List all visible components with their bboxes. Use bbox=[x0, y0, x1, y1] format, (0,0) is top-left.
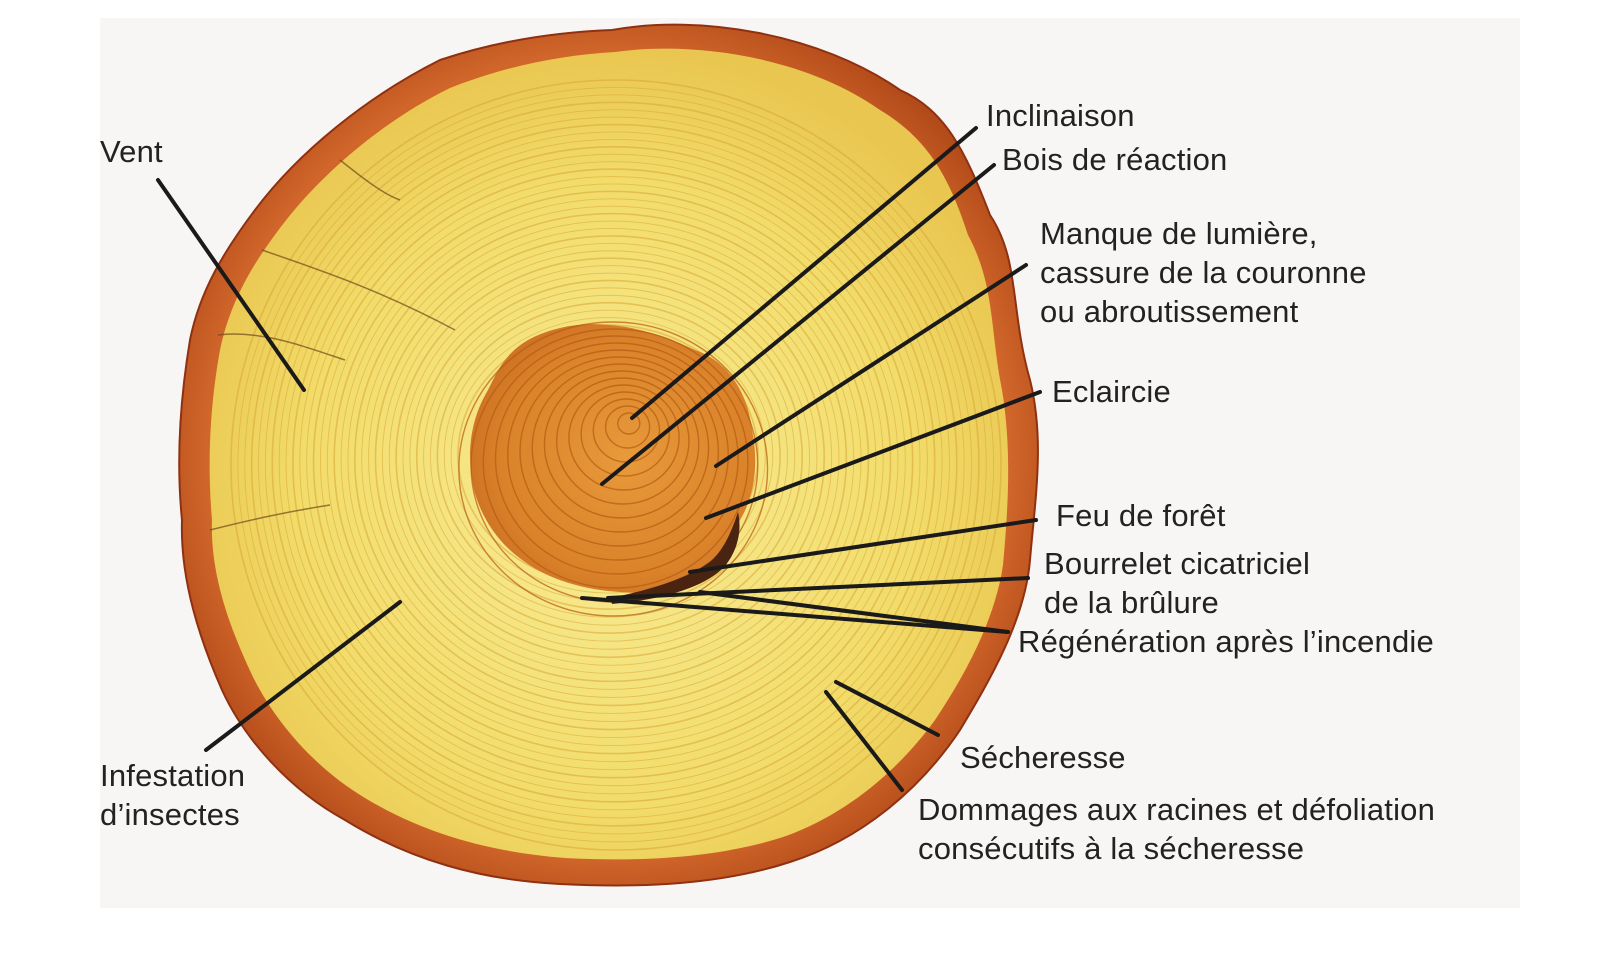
label-regeneration: Régénération après l’incendie bbox=[1018, 624, 1434, 659]
label-infestation: Infestation d’insectes bbox=[100, 758, 246, 832]
leader-secheresse bbox=[834, 680, 940, 737]
crack-4 bbox=[339, 159, 401, 201]
growth-ring bbox=[430, 294, 788, 618]
growth-ring bbox=[285, 138, 943, 787]
label-feu-de-foret: Feu de forêt bbox=[1056, 498, 1226, 533]
label-vent: Vent bbox=[100, 134, 163, 169]
crack-1 bbox=[261, 249, 456, 331]
growth-ring bbox=[354, 212, 870, 707]
crack-2 bbox=[217, 333, 346, 361]
growth-ring bbox=[436, 301, 781, 610]
growth-ring bbox=[250, 101, 980, 827]
heartwood-rings bbox=[458, 321, 769, 617]
growth-ring bbox=[423, 287, 796, 626]
heartwood-ring bbox=[568, 384, 680, 491]
leader-vent bbox=[156, 178, 306, 392]
leader-regeneration bbox=[698, 590, 1010, 634]
leader-eclaircie bbox=[704, 390, 1042, 520]
leader-regeneration-2 bbox=[580, 596, 1010, 634]
growth-ring bbox=[271, 123, 958, 803]
growth-ring bbox=[402, 265, 818, 650]
leader-lines bbox=[156, 126, 1042, 792]
growth-ring bbox=[230, 79, 1002, 851]
growth-ring bbox=[292, 146, 936, 779]
heartwood-ring bbox=[555, 377, 690, 505]
growth-ring bbox=[319, 176, 906, 747]
leader-inclinaison bbox=[630, 126, 978, 420]
growth-ring bbox=[415, 279, 803, 634]
growth-ring bbox=[264, 116, 965, 811]
fire-scar bbox=[610, 512, 740, 604]
heartwood-ring bbox=[482, 335, 749, 589]
leader-feu-foret bbox=[688, 518, 1038, 574]
heartwood bbox=[470, 324, 756, 593]
crack-3 bbox=[209, 504, 331, 531]
label-bois-de-reaction: Bois de réaction bbox=[1002, 142, 1228, 177]
growth-ring bbox=[237, 86, 995, 843]
growth-ring bbox=[244, 94, 987, 835]
heartwood-ring bbox=[604, 405, 651, 449]
heartwood-ring bbox=[580, 391, 671, 477]
label-eclaircie: Eclaircie bbox=[1052, 374, 1171, 409]
growth-ring bbox=[326, 183, 899, 739]
label-bourrelet-cicatriciel: Bourrelet cicatriciel de la brûlure bbox=[1044, 546, 1311, 620]
growth-ring bbox=[374, 235, 848, 683]
heartwood-ring bbox=[519, 356, 720, 547]
label-inclinaison: Inclinaison bbox=[986, 98, 1135, 133]
heartwood-ring bbox=[507, 349, 729, 561]
heartwood-ring bbox=[458, 321, 769, 617]
growth-ring bbox=[395, 257, 826, 659]
heartwood-ring bbox=[617, 412, 641, 435]
growth-ring bbox=[368, 228, 855, 690]
growth-ring bbox=[278, 131, 950, 795]
leader-bois-reaction bbox=[600, 163, 996, 486]
growth-ring bbox=[340, 198, 884, 722]
label-secheresse: Sécheresse bbox=[960, 740, 1126, 775]
growth-ring bbox=[381, 242, 840, 674]
leader-infestation bbox=[204, 600, 402, 752]
growth-ring bbox=[306, 161, 921, 763]
growth-ring bbox=[450, 317, 766, 594]
growth-ring bbox=[312, 168, 914, 755]
growth-ring bbox=[347, 205, 877, 714]
heartwood-ring bbox=[543, 370, 700, 519]
label-manque-de-lumiere: Manque de lumière, cassure de la couronn… bbox=[1040, 216, 1367, 329]
growth-ring bbox=[299, 153, 928, 771]
growth-ring bbox=[333, 190, 892, 731]
leader-manque-lumiere bbox=[714, 263, 1028, 468]
heartwood-ring bbox=[531, 363, 710, 533]
growth-ring bbox=[409, 272, 810, 642]
heartwood-ring bbox=[494, 342, 739, 575]
leader-dommages bbox=[824, 690, 904, 792]
label-dommages: Dommages aux racines et défoliation cons… bbox=[918, 792, 1436, 866]
leader-bourrelet bbox=[606, 576, 1030, 600]
growth-ring bbox=[388, 250, 833, 666]
growth-ring bbox=[258, 109, 972, 819]
